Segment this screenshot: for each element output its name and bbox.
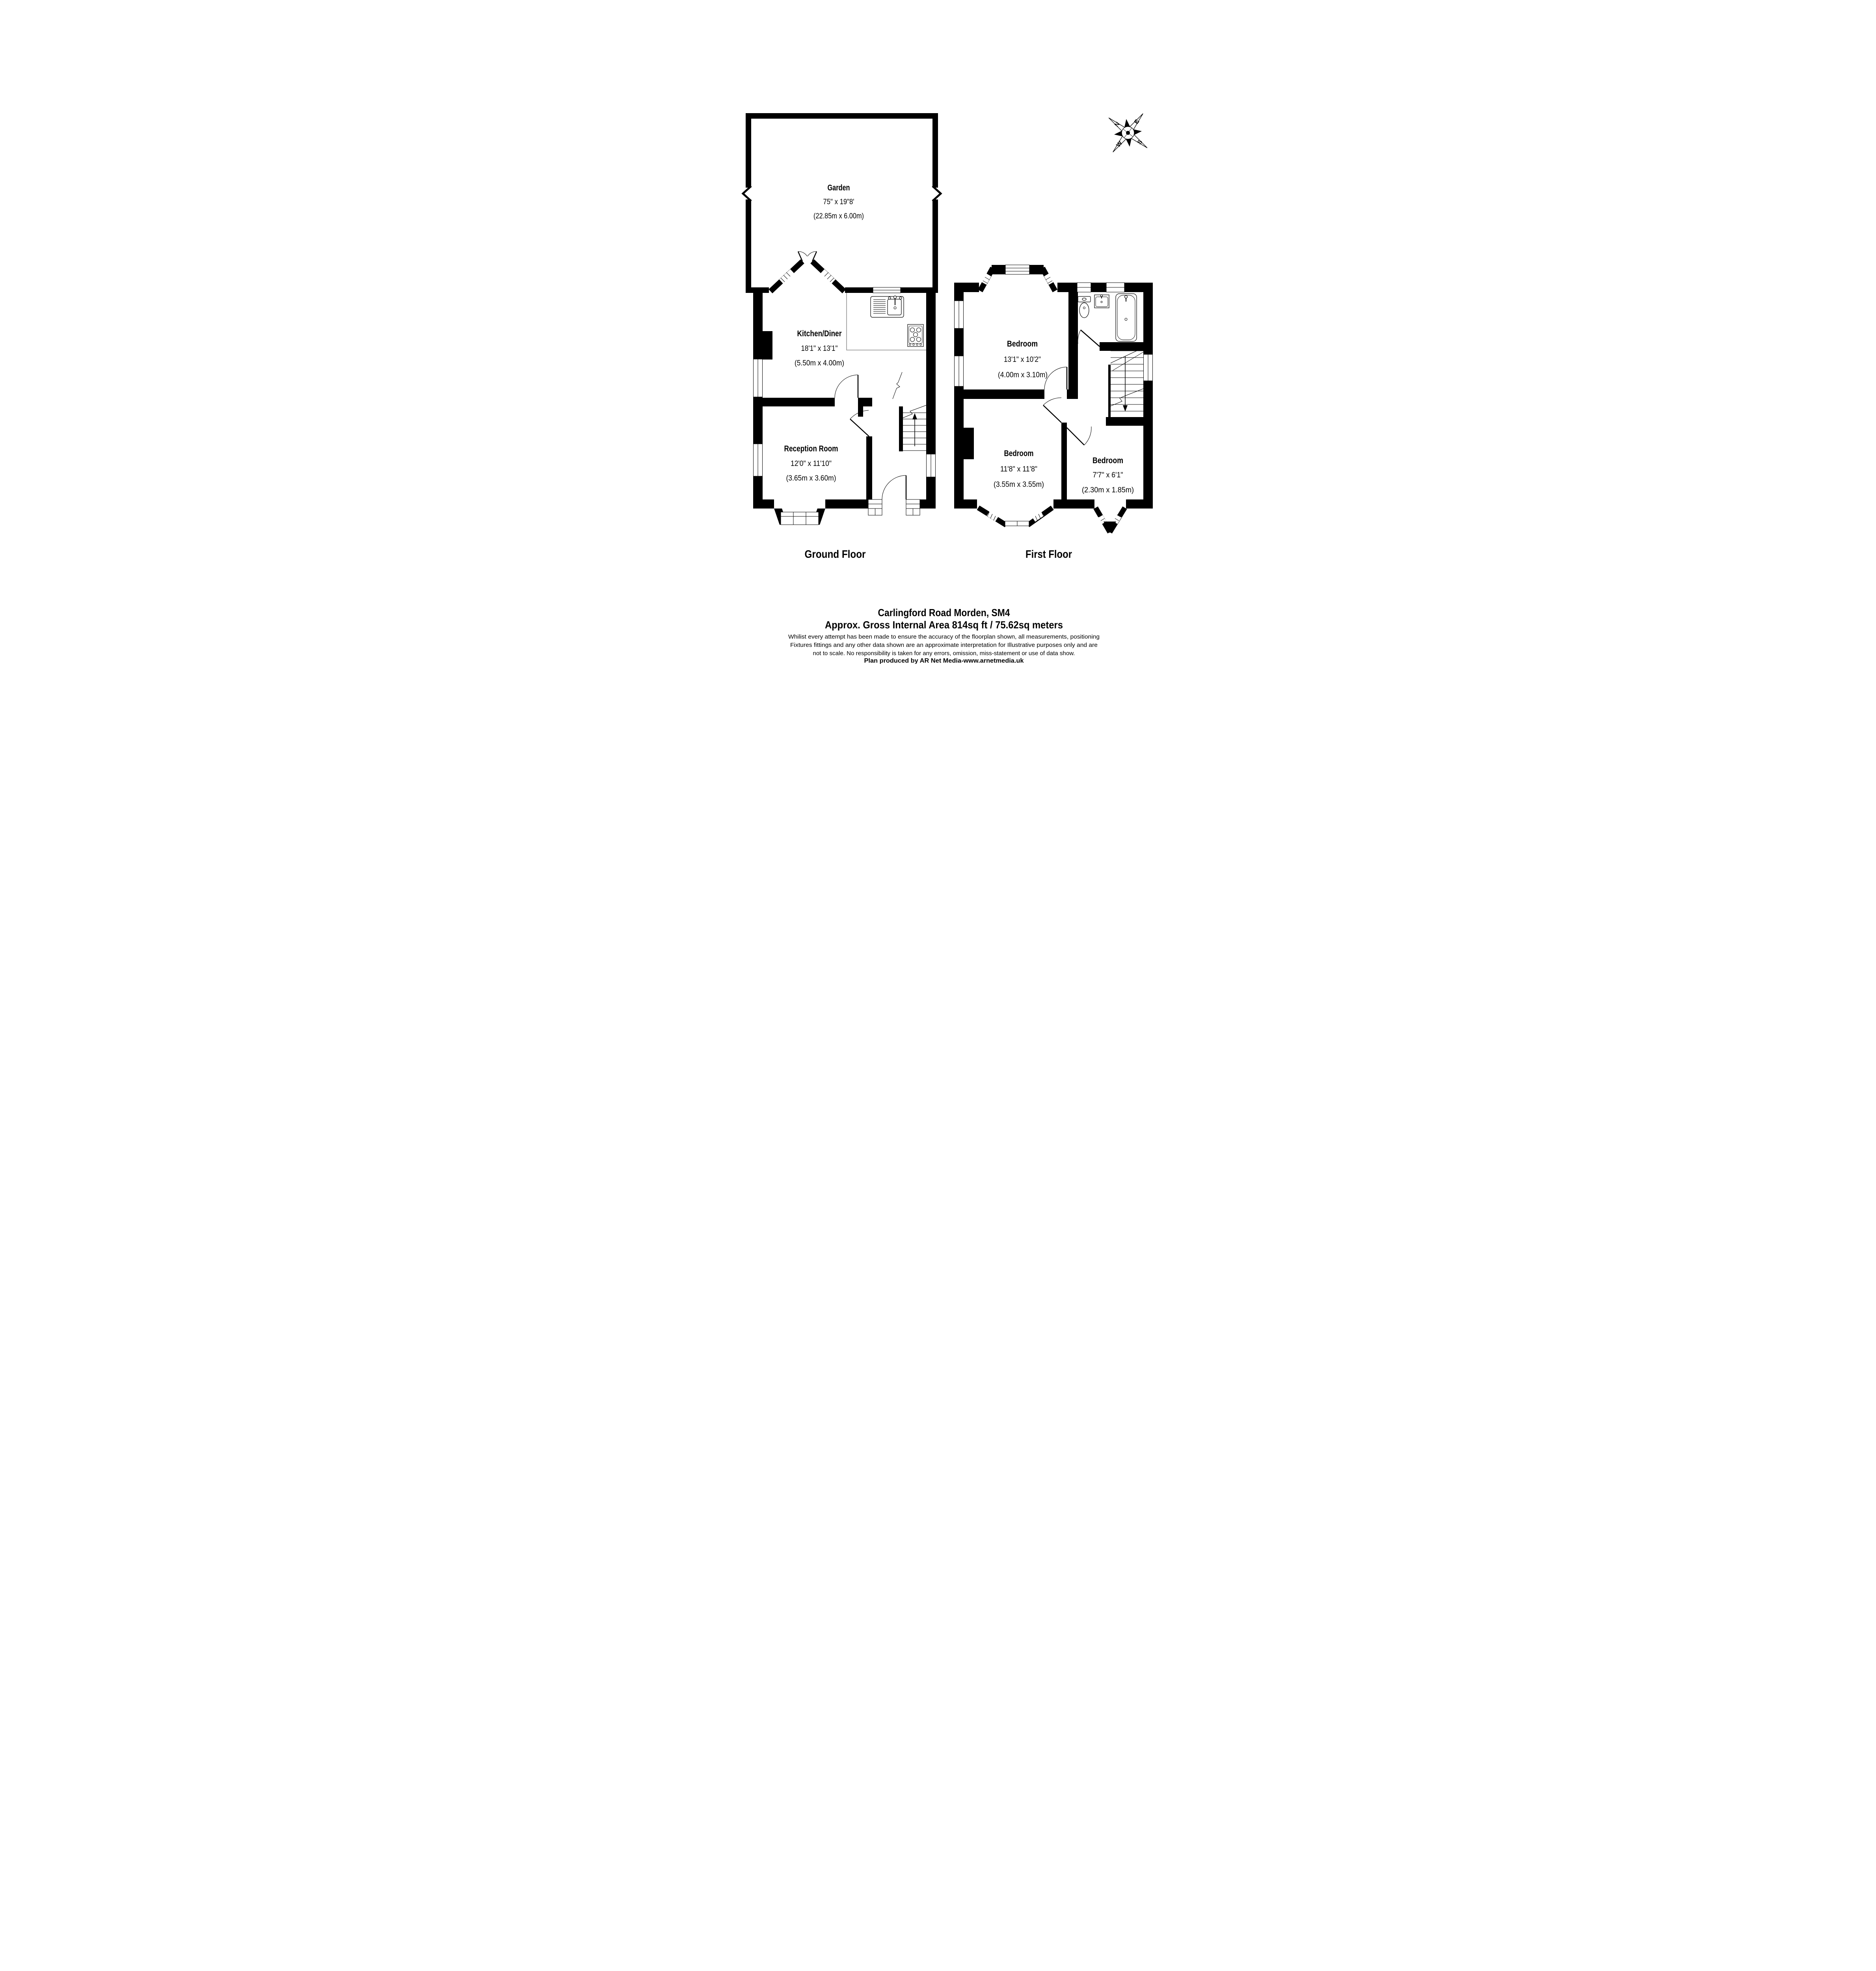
first-floor-label: First Floor (1025, 548, 1072, 560)
bathroom-door (1078, 330, 1100, 347)
bedroom1-dims: 13'1" x 10'2" (1004, 356, 1041, 364)
front-door-sidelight-left (868, 499, 882, 516)
bedroom3-wall (1066, 417, 1143, 445)
bedroom1-door (1044, 367, 1068, 390)
ground-right-wall (926, 293, 936, 509)
compass-rose-icon: N E S W (1108, 113, 1148, 153)
kitchen-hob-icon (907, 324, 924, 347)
ground-left-wall (753, 293, 772, 509)
bedroom1-wall (964, 367, 1078, 399)
reception-name: Reception Room (784, 444, 838, 453)
bedroom1-name: Bedroom (1007, 339, 1038, 348)
garden-double-door (797, 251, 817, 262)
kitchen-side-window (753, 359, 763, 397)
bedroom1-side-window-b (954, 356, 964, 387)
disclaimer-line-1: Whilist every attempt has been made to e… (788, 633, 1100, 640)
bedroom3-bay-window (1093, 506, 1127, 534)
garden-label: Garden 75" x 19"8' (22.85m x 6.00m) (813, 183, 864, 220)
address-title: Carlingford Road Morden, SM4 (878, 607, 1010, 618)
bedroom1-label: Bedroom 13'1" x 10'2" (4.00m x 3.10m) (998, 339, 1048, 379)
kitchen-reception-wall (763, 374, 872, 417)
bedroom3-door (1066, 426, 1092, 445)
hall-side-window (926, 454, 936, 477)
reception-side-window (753, 443, 763, 477)
landing-window (1143, 354, 1153, 381)
front-door (882, 475, 907, 500)
gross-internal-area: Approx. Gross Internal Area 814sq ft / 7… (825, 619, 1063, 631)
chimney-breast-first (964, 428, 974, 459)
bedroom1-bay-window (977, 265, 1058, 292)
kitchen-dims: 18'1" x 13'1" (801, 345, 838, 353)
bathroom-walls (1068, 292, 1143, 399)
reception-label: Reception Room 12'0" x 11'10" (3.65m x 3… (784, 444, 838, 483)
floorplan-drawing: Garden 75" x 19"8' (22.85m x 6.00m) Kitc… (741, 113, 1153, 664)
stairs-up (899, 405, 927, 451)
toilet-icon (1078, 296, 1091, 318)
first-floor-plan: Bedroom 13'1" x 10'2" (4.00m x 3.10m) Be… (954, 265, 1153, 560)
garden-walls (741, 113, 942, 293)
reception-hall-wall (850, 410, 872, 499)
stairs-down-arrow-icon (1123, 356, 1128, 412)
basin-icon (1094, 294, 1109, 308)
garden-metric: (22.85m x 6.00m) (813, 212, 864, 220)
kitchen-sink-icon (870, 295, 904, 318)
bedroom1-side-window-a (954, 300, 964, 329)
ground-top-wall (746, 287, 938, 293)
garden-name: Garden (828, 183, 850, 192)
bathtub-icon (1115, 293, 1137, 342)
bedroom2-name: Bedroom (1004, 449, 1034, 458)
reception-door (850, 410, 869, 437)
bedroom2-door (1043, 397, 1062, 423)
first-right-wall (1143, 292, 1153, 509)
footer-text: Carlingford Road Morden, SM4 Approx. Gro… (788, 607, 1100, 664)
bedroom2-label: Bedroom 11'8" x 11'8" (3.55m x 3.55m) (994, 449, 1044, 489)
bathroom-window-a (1077, 282, 1091, 292)
disclaimer-line-2: Fixtures fittings and any other data sho… (790, 642, 1098, 648)
bedroom1-metric: (4.00m x 3.10m) (998, 371, 1048, 379)
reception-dims: 12'0" x 11'10" (791, 460, 832, 468)
ground-floor-label: Ground Floor (805, 548, 866, 560)
bedroom3-label: Bedroom 7'7" x 6'1" (2.30m x 1.85m) (1082, 456, 1134, 494)
kitchen-label: Kitchen/Diner 18'1" x 13'1" (5.50m x 4.0… (795, 329, 844, 367)
bedroom2-metric: (3.55m x 3.55m) (994, 481, 1044, 489)
bedroom2-dims: 11'8" x 11'8" (1000, 465, 1037, 473)
kitchen-door (834, 374, 859, 398)
kitchen-metric: (5.50m x 4.00m) (795, 359, 844, 367)
first-left-wall (954, 292, 974, 509)
front-door-sidelight-right (906, 499, 920, 516)
stairs-down (1108, 350, 1144, 417)
floorplan-page: Garden 75" x 19"8' (22.85m x 6.00m) Kitc… (704, 0, 1172, 664)
bedroom3-name: Bedroom (1092, 456, 1123, 465)
stairs-up-arrow-icon (912, 413, 917, 446)
kitchen-garden-bay (769, 251, 846, 294)
kitchen-worktop (846, 293, 926, 350)
garden-dims: 75" x 19"8' (823, 198, 854, 206)
disclaimer-line-3: not to scale. No responsibility is taken… (813, 650, 1075, 657)
reception-bay-window (774, 509, 825, 525)
bedroom2-bay-window (977, 505, 1054, 527)
ground-front-wall (753, 475, 936, 516)
first-top-wall (954, 282, 1153, 292)
bedroom3-metric: (2.30m x 1.85m) (1082, 486, 1134, 494)
kitchen-window (873, 287, 901, 293)
kitchen-hall-opening (892, 372, 903, 399)
bedroom2-wall (1043, 397, 1067, 509)
reception-metric: (3.65m x 3.60m) (786, 474, 836, 483)
garden-wall-break-right-icon (931, 185, 942, 202)
first-front-wall (954, 499, 1153, 509)
chimney-breast (763, 331, 772, 360)
producer-credit: Plan produced by AR Net Media-www.arnetm… (864, 658, 1024, 664)
bedroom3-dims: 7'7" x 6'1" (1093, 471, 1123, 479)
garden-wall-break-left-icon (741, 185, 752, 202)
ground-floor-plan: Garden 75" x 19"8' (22.85m x 6.00m) Kitc… (741, 113, 942, 560)
kitchen-name: Kitchen/Diner (797, 329, 842, 338)
bathroom-window-b (1106, 282, 1125, 292)
